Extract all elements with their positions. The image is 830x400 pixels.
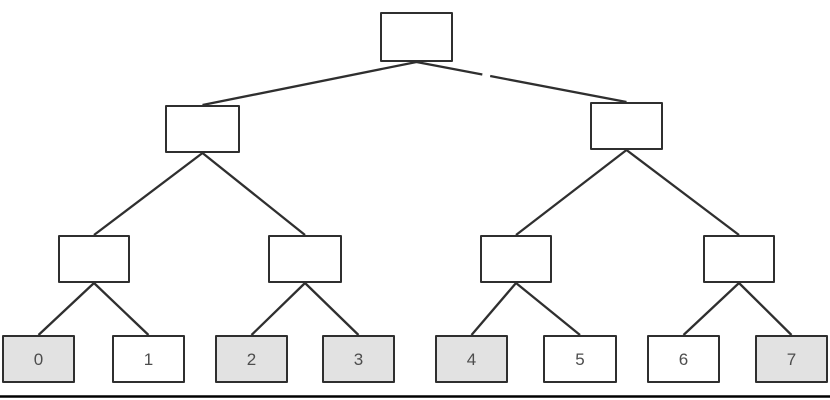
tree-edge-n00-leaf-0 (37, 282, 95, 336)
tree-edge-n0-n01 (201, 152, 306, 236)
tree-node-n01 (268, 235, 342, 283)
tree-node-leaf-4: 4 (435, 335, 508, 383)
tree-edge-n01-leaf-2 (250, 282, 306, 336)
node-label-leaf-5: 5 (575, 349, 585, 369)
tree-edge-n1-n11 (625, 149, 740, 236)
tree-edge-n0-n00 (93, 152, 204, 236)
tree-node-leaf-6: 6 (647, 335, 720, 383)
node-label-leaf-4: 4 (466, 349, 477, 369)
node-label-leaf-2: 2 (246, 349, 257, 369)
tree-edge-n10-leaf-5 (515, 282, 581, 336)
tree-node-leaf-2: 2 (215, 335, 288, 383)
tree-node-n00 (58, 235, 130, 283)
node-label-leaf-3: 3 (353, 349, 364, 369)
tree-node-root (380, 12, 453, 62)
tree-edge-root-n0 (202, 60, 417, 107)
tree-node-leaf-1: 1 (112, 335, 185, 383)
node-label-leaf-1: 1 (143, 349, 154, 369)
node-label-leaf-7: 7 (786, 349, 797, 369)
tree-edge-root-n1 (416, 60, 627, 104)
tree-node-n11 (703, 235, 775, 283)
tree-edge-n11-leaf-6 (682, 282, 740, 336)
tree-edge-n00-leaf-1 (93, 282, 150, 336)
tree-node-leaf-7: 7 (755, 335, 828, 383)
tree-edge-n1-n10 (515, 149, 628, 236)
tree-node-leaf-3: 3 (322, 335, 395, 383)
node-label-leaf-0: 0 (33, 349, 44, 369)
node-label-leaf-6: 6 (678, 349, 689, 369)
tree-node-leaf-5: 5 (543, 335, 617, 383)
tree-node-n10 (480, 235, 552, 283)
tree-node-n1 (590, 102, 663, 150)
tree-node-n0 (165, 105, 240, 153)
tree-edge-n01-leaf-3 (304, 282, 360, 336)
tree-node-leaf-0: 0 (2, 335, 75, 383)
tree-edge-n11-leaf-7 (738, 282, 793, 336)
tree-edge-n10-leaf-4 (470, 282, 517, 336)
